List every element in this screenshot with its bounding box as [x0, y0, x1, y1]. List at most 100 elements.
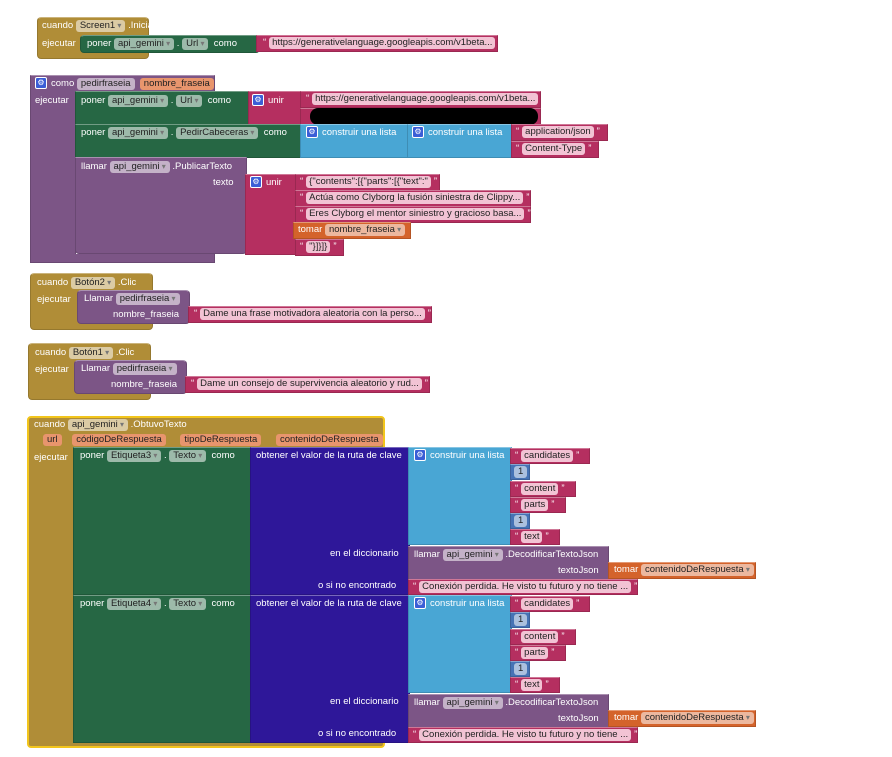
keyword: como: [207, 95, 231, 106]
string-value[interactable]: candidates: [521, 450, 574, 462]
gear-icon[interactable]: ⚙: [412, 126, 424, 139]
component-dropdown[interactable]: Botón2: [70, 277, 116, 289]
param-codigo[interactable]: códigoDeRespuesta: [72, 434, 166, 446]
keyword: llamar: [414, 549, 440, 560]
component-dropdown[interactable]: api_gemini: [107, 95, 169, 107]
ejecutar-label: ejecutar: [35, 364, 69, 375]
string-value[interactable]: Dame un consejo de supervivencia aleator…: [197, 378, 422, 390]
string-value[interactable]: https://generativelanguage.googleapis.co…: [312, 93, 539, 105]
procedure-name[interactable]: pedirfraseia: [76, 78, 135, 90]
keyword: poner: [80, 450, 105, 461]
dot: .: [170, 127, 174, 138]
method-name: .DecodificarTextoJson: [505, 549, 599, 560]
number-value[interactable]: 1: [514, 515, 528, 527]
get-value-at-key-path-block[interactable]: [250, 447, 410, 595]
gear-icon[interactable]: ⚙: [306, 126, 318, 139]
arg-label: texto: [213, 177, 234, 188]
keyword: como: [211, 450, 235, 461]
param-name[interactable]: nombre_fraseia: [139, 78, 214, 90]
component-dropdown[interactable]: api_gemini: [113, 38, 175, 50]
component-dropdown[interactable]: api_gemini: [67, 419, 129, 431]
keyword: cuando: [34, 419, 66, 430]
get-value-at-key-path-block[interactable]: [250, 595, 410, 743]
string-value[interactable]: text: [521, 679, 543, 691]
component-dropdown[interactable]: Etiqueta4: [106, 598, 162, 610]
gear-icon[interactable]: ⚙: [35, 77, 47, 90]
procedure-dropdown[interactable]: pedirfraseia: [115, 293, 180, 305]
param-contenido[interactable]: contenidoDeRespuesta: [275, 434, 383, 446]
arg-label: textoJson: [558, 713, 599, 724]
number-value[interactable]: 1: [514, 466, 528, 478]
string-value[interactable]: Conexión perdida. He visto tu futuro y n…: [419, 581, 632, 593]
variable-dropdown[interactable]: contenidoDeRespuesta: [640, 564, 754, 576]
make-list-block[interactable]: [300, 124, 408, 158]
string-value[interactable]: parts: [521, 647, 549, 659]
string-value[interactable]: Conexión perdida. He visto tu futuro y n…: [419, 729, 632, 741]
arg-label: textoJson: [558, 565, 599, 576]
property-dropdown[interactable]: PedirCabeceras: [176, 127, 259, 139]
component-dropdown[interactable]: Etiqueta3: [106, 450, 162, 462]
string-value[interactable]: {"contents":[{"parts":[{"text":": [306, 176, 431, 188]
number-value[interactable]: 1: [514, 663, 528, 675]
gear-icon[interactable]: ⚙: [414, 597, 426, 610]
gear-icon[interactable]: ⚙: [252, 94, 264, 107]
string-value[interactable]: parts: [521, 499, 549, 511]
variable-dropdown[interactable]: contenidoDeRespuesta: [640, 712, 754, 724]
string-value[interactable]: Dame una frase motivadora aleatoria con …: [200, 308, 425, 320]
keyword: construir una lista: [430, 598, 505, 609]
component-dropdown[interactable]: api_gemini: [109, 161, 170, 173]
param-tipo[interactable]: tipoDeRespuesta: [180, 434, 262, 446]
method-name: .DecodificarTextoJson: [505, 697, 599, 708]
string-value[interactable]: candidates: [521, 598, 574, 610]
keyword: llamar: [81, 161, 107, 172]
dot: .: [164, 450, 167, 461]
string-value[interactable]: "}]}]}: [306, 241, 331, 253]
property-dropdown[interactable]: Texto: [169, 598, 207, 610]
keyword: como: [263, 127, 287, 138]
component-dropdown[interactable]: Botón1: [68, 347, 114, 359]
keyword: cuando: [35, 347, 67, 358]
variable-dropdown[interactable]: nombre_fraseia: [324, 224, 406, 236]
property-dropdown[interactable]: Texto: [169, 450, 207, 462]
gear-icon[interactable]: ⚙: [250, 176, 262, 189]
number-value[interactable]: 1: [514, 614, 528, 626]
dot: .: [170, 95, 174, 106]
property-dropdown[interactable]: Url: [176, 95, 203, 107]
make-list-block[interactable]: [408, 447, 512, 545]
in-dictionary-label: en el diccionario: [330, 696, 399, 707]
component-dropdown[interactable]: api_gemini: [442, 549, 503, 561]
string-value[interactable]: content: [521, 483, 559, 495]
keyword: como: [51, 78, 75, 89]
arg-label: nombre_fraseia: [113, 309, 180, 320]
component-dropdown[interactable]: api_gemini: [442, 697, 503, 709]
keyword: poner: [80, 598, 105, 609]
keyword: unir: [266, 177, 282, 188]
string-value[interactable]: Actúa como Clyborg la fusión siniestra d…: [306, 192, 524, 204]
redaction: [310, 108, 538, 125]
string-value[interactable]: content: [521, 631, 559, 643]
keyword: tomar: [614, 564, 639, 575]
component-dropdown[interactable]: api_gemini: [107, 127, 169, 139]
string-value[interactable]: Eres Clyborg el mentor siniestro y graci…: [306, 208, 525, 220]
event-name: .Clic: [115, 347, 135, 358]
event-params: url códigoDeRespuesta tipoDeRespuesta co…: [43, 433, 383, 447]
make-list-block[interactable]: [408, 595, 512, 693]
setter-group: poner Etiqueta4 . Texto como obtener el …: [0, 595, 892, 745]
arg-label: nombre_fraseia: [111, 379, 178, 390]
procedure-dropdown[interactable]: pedirfraseia: [112, 363, 177, 375]
string-value[interactable]: application/json: [522, 126, 594, 138]
keyword: llamar: [414, 697, 440, 708]
set-label-text-block[interactable]: [73, 447, 251, 595]
string-value[interactable]: Content-Type: [522, 143, 586, 155]
param-url[interactable]: url: [43, 434, 62, 446]
property-dropdown[interactable]: Url: [182, 38, 209, 50]
string-value[interactable]: text: [521, 531, 543, 543]
keyword: como: [211, 598, 235, 609]
set-label-text-block[interactable]: [73, 595, 251, 743]
string-value[interactable]: https://generativelanguage.googleapis.co…: [269, 37, 496, 49]
block-label: obtener el valor de la ruta de clave: [256, 450, 402, 461]
gear-icon[interactable]: ⚙: [414, 449, 426, 462]
setter-row: poner api_gemini . Url como: [87, 37, 237, 51]
component-dropdown[interactable]: Screen1: [75, 20, 126, 32]
make-list-block[interactable]: [407, 124, 513, 158]
